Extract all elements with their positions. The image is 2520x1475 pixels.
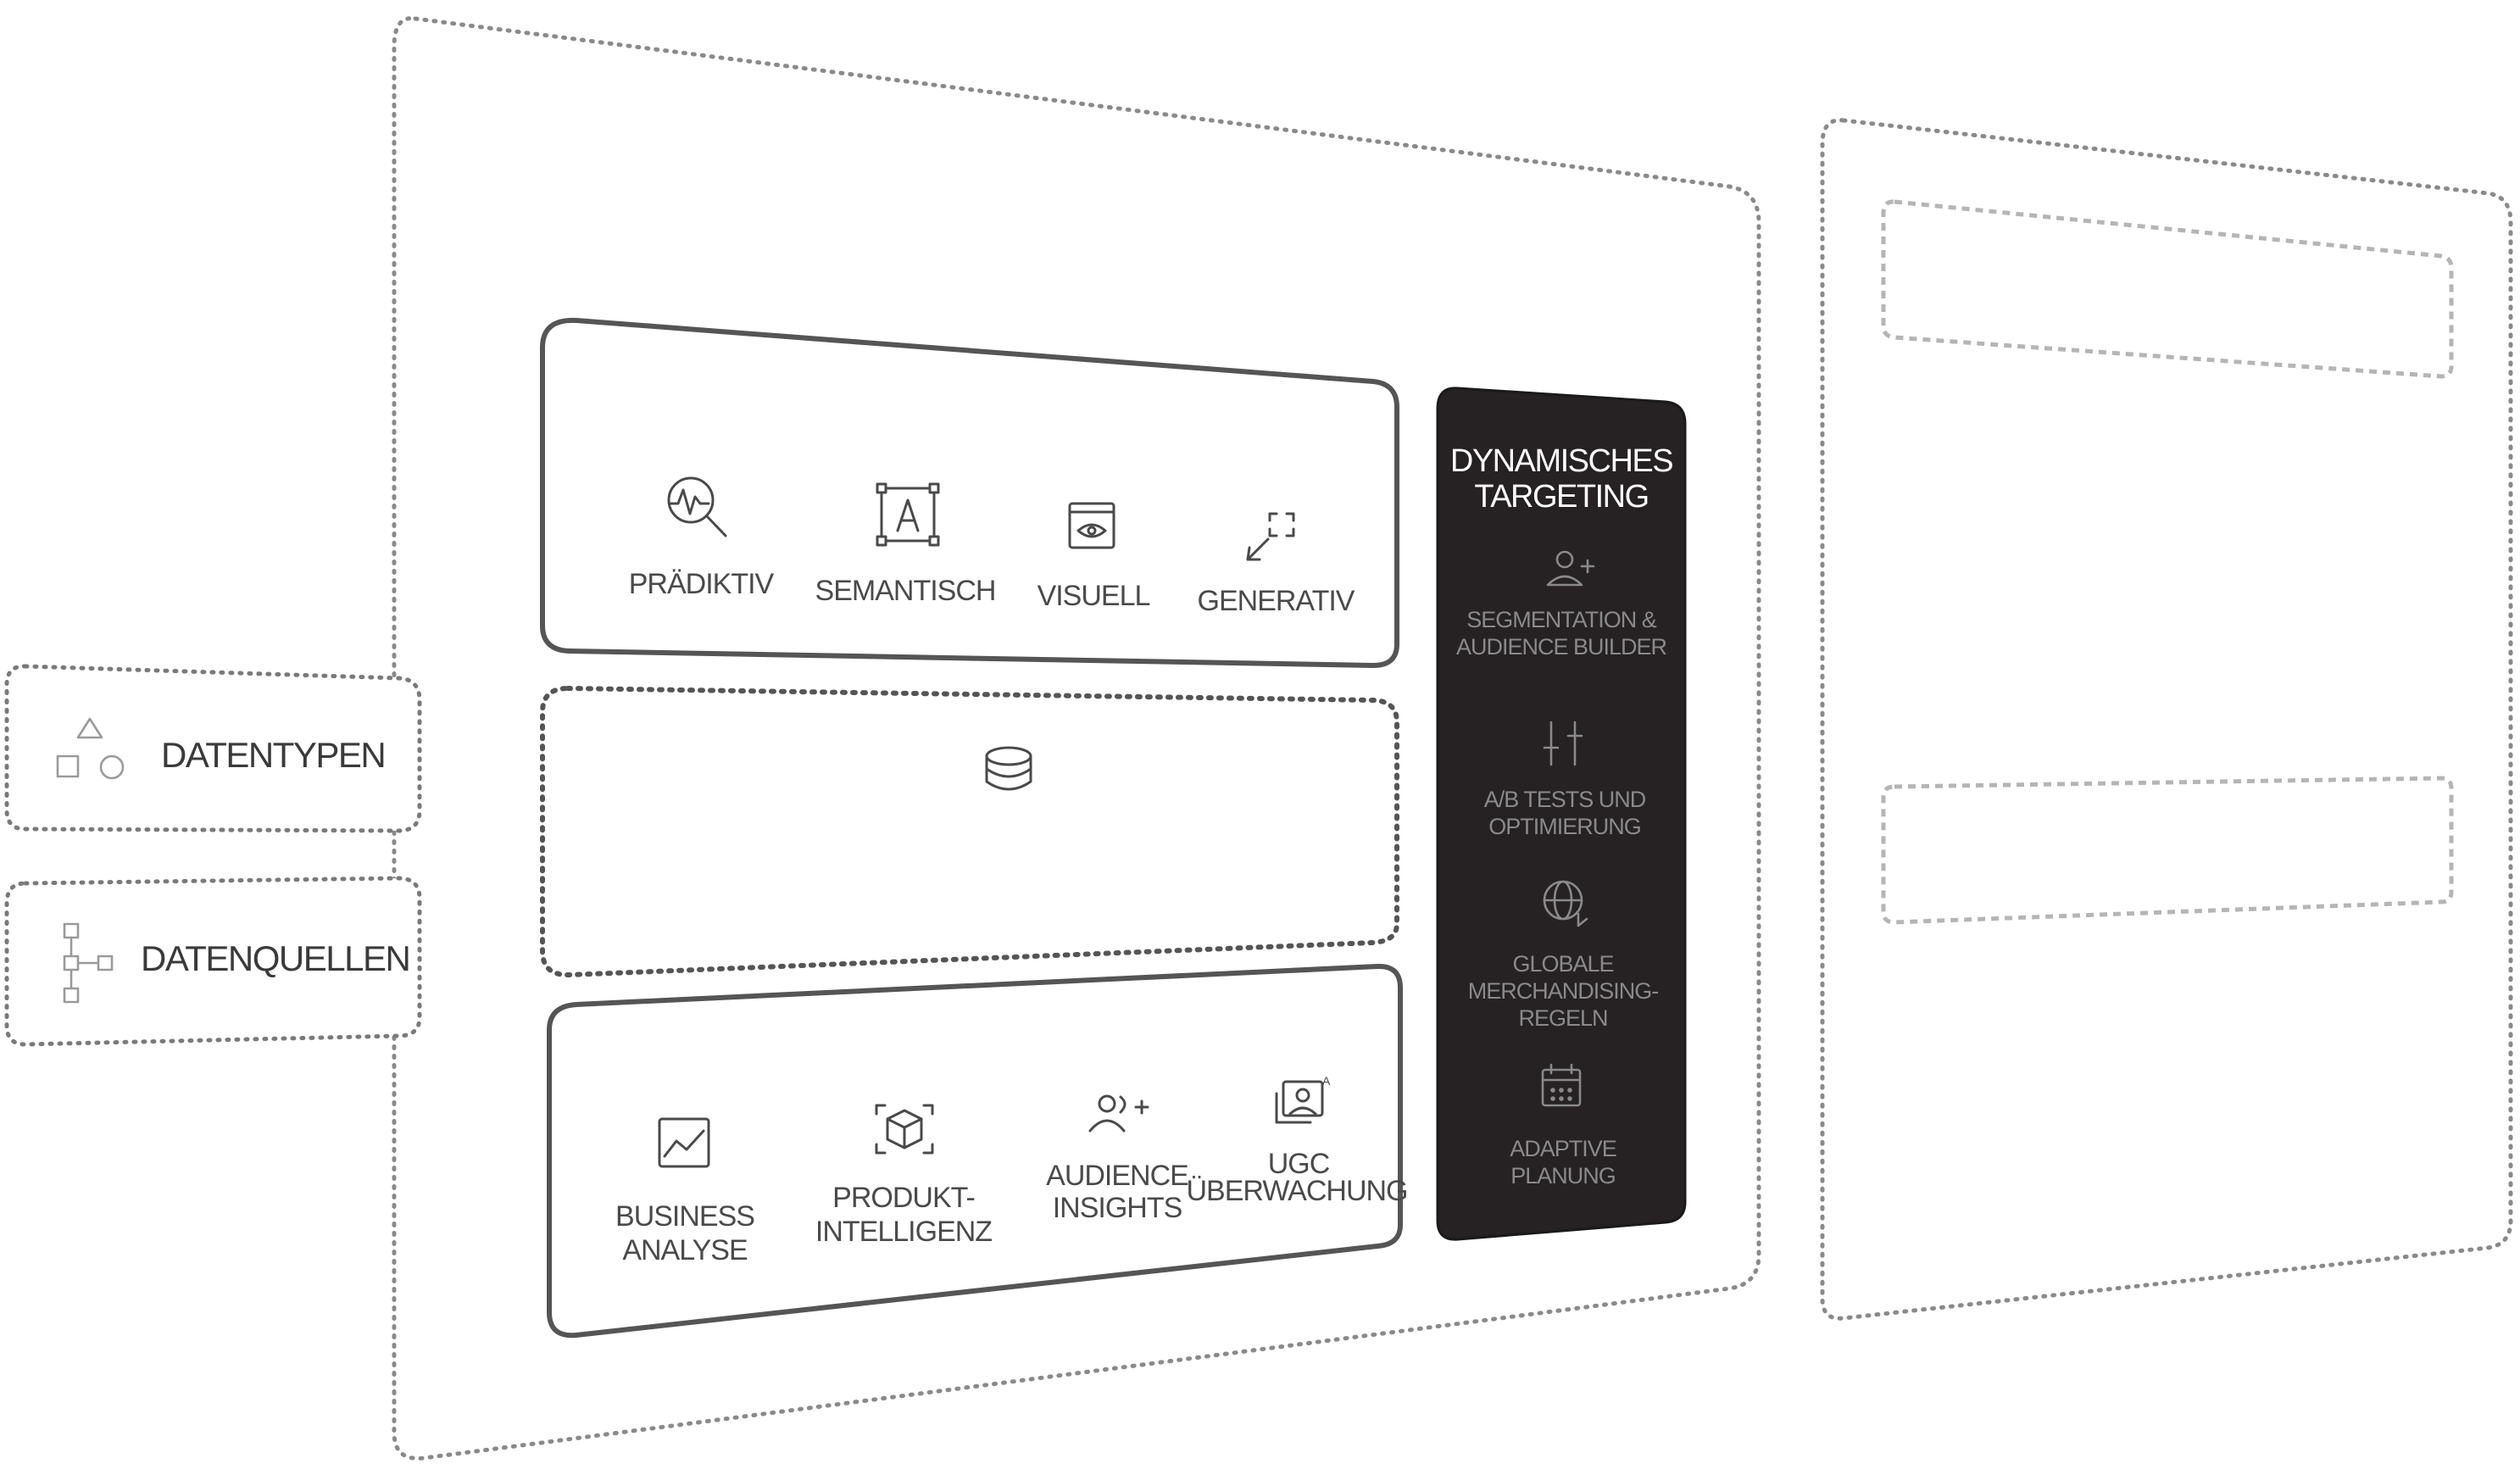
- targeting-item-line2: AUDIENCE BUILDER: [1456, 634, 1667, 660]
- user-add-icon: [1088, 1094, 1149, 1133]
- insight-label-line2: ANALYSE: [622, 1234, 748, 1266]
- calendar-icon: [1541, 1063, 1582, 1107]
- line-chart-icon: [658, 1117, 710, 1168]
- dynamic-targeting-panel: DYNAMISCHES TARGETING SEGMENTATION & AUD…: [1436, 387, 1687, 1241]
- insight-label-line1: AUDIENCE: [1046, 1160, 1188, 1192]
- datentypen-label: DATENTYPEN: [161, 735, 385, 775]
- targeting-item-line2: MERCHANDISING-: [1468, 978, 1659, 1004]
- targeting-item-line1: ADAPTIVE: [1510, 1136, 1616, 1161]
- insight-label-line2: ÜBERWACHUNG: [1186, 1175, 1407, 1207]
- ai-types-panel: PRÄDIKTIV SEMANTISCH VISUELL GENERAT: [540, 317, 1399, 669]
- hierarchy-icon: [63, 922, 114, 1004]
- targeting-item-line2: OPTIMIERUNG: [1488, 814, 1641, 839]
- targeting-item-line2: PLANUNG: [1510, 1163, 1616, 1188]
- ai-type-label: GENERATIV: [1198, 585, 1355, 617]
- image-user-icon: A: [1275, 1074, 1331, 1124]
- insight-label-line1: PRODUKT-: [832, 1182, 975, 1214]
- text-frame-icon: [876, 482, 940, 547]
- targeting-item-line1: A/B TESTS UND: [1484, 787, 1646, 812]
- output-frame: [1820, 118, 2513, 1321]
- output-placeholder-bottom: [1881, 776, 2454, 925]
- targeting-title-line2: TARGETING: [1474, 479, 1648, 515]
- insight-label-line1: UGC: [1268, 1148, 1330, 1180]
- ai-type-label: VISUELL: [1037, 580, 1150, 612]
- svg-text:A: A: [1322, 1074, 1331, 1088]
- sliders-icon: [1543, 721, 1583, 766]
- cube-icon: [875, 1104, 934, 1155]
- ai-type-label: SEMANTISCH: [815, 575, 996, 607]
- globe-cursor-icon: [1543, 880, 1588, 927]
- shapes-icon: [56, 717, 125, 780]
- datenquellen-label: DATENQUELLEN: [141, 938, 409, 978]
- ai-type-label: PRÄDIKTIV: [629, 568, 775, 600]
- chart-search-icon: [667, 476, 727, 537]
- data-layer-panel: [540, 685, 1399, 978]
- expand-arrow-icon: [1246, 512, 1295, 561]
- targeting-item-line1: GLOBALE: [1512, 951, 1613, 977]
- insight-label-line1: BUSINESS: [615, 1200, 754, 1233]
- targeting-title-line1: DYNAMISCHES: [1450, 443, 1672, 479]
- insight-label-line2: INTELLIGENZ: [815, 1216, 992, 1248]
- eye-window-icon: [1068, 502, 1115, 549]
- datentypen-panel: DATENTYPEN: [4, 664, 422, 833]
- targeting-item-line3: REGELN: [1518, 1005, 1607, 1031]
- datenquellen-panel: DATENQUELLEN: [4, 876, 422, 1047]
- user-plus-icon: [1546, 550, 1595, 587]
- targeting-item-line1: SEGMENTATION &: [1466, 607, 1657, 632]
- database-icon: [985, 746, 1032, 791]
- insights-panel: BUSINESS ANALYSE PRODUKT- INTELLIGENZ AU…: [547, 963, 1409, 1339]
- insight-label-line2: INSIGHTS: [1053, 1192, 1182, 1224]
- output-placeholder-top: [1881, 199, 2454, 379]
